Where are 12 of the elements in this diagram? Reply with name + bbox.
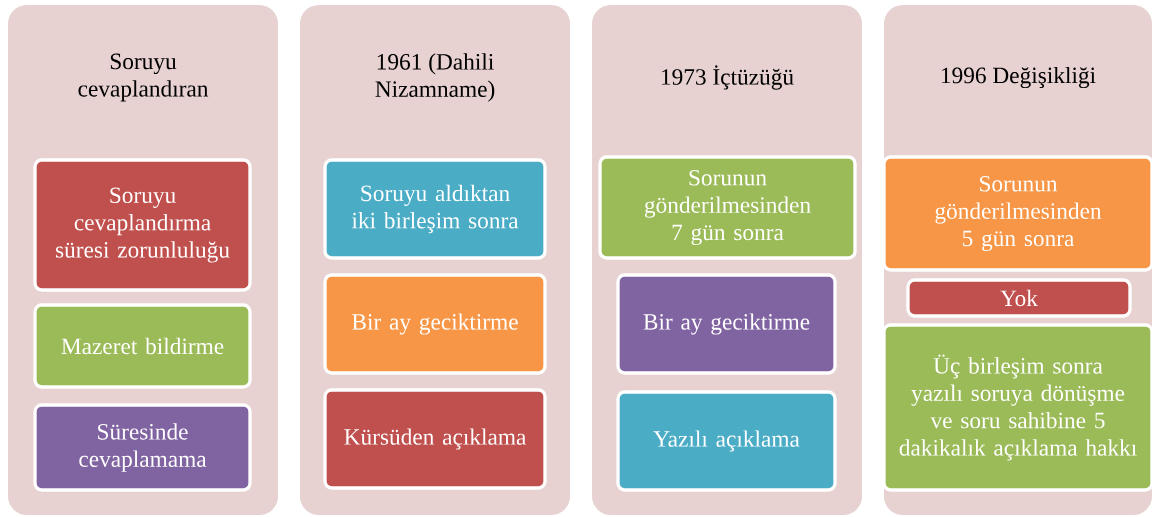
text-box: Bir ay geciktirme bbox=[323, 273, 547, 375]
text-box: Sorunun gönderilmesinden 7 gün sonra bbox=[598, 155, 857, 260]
text-box: Sorunun gönderilmesinden 5 gün sonra bbox=[882, 155, 1154, 272]
text-box: Soruyu aldıktan iki birleşim sonra bbox=[323, 158, 547, 260]
text-box: Mazeret bildirme bbox=[33, 303, 252, 389]
text-box: Üç birleşim sonra yazılı soruya dönüşme ve soru sahibine 5 dakikalık açıklama hakkı bbox=[882, 323, 1154, 492]
text-box: Yok bbox=[906, 278, 1132, 318]
text-box: Süresinde cevaplamama bbox=[33, 403, 252, 492]
text-box: Bir ay geciktirme bbox=[616, 273, 837, 375]
text-box: Soruyu cevaplandırma süresi zorunluluğu bbox=[33, 158, 252, 292]
text-box: Kürsüden açıklama bbox=[323, 388, 547, 490]
text-box: Yazılı açıklama bbox=[616, 390, 837, 492]
